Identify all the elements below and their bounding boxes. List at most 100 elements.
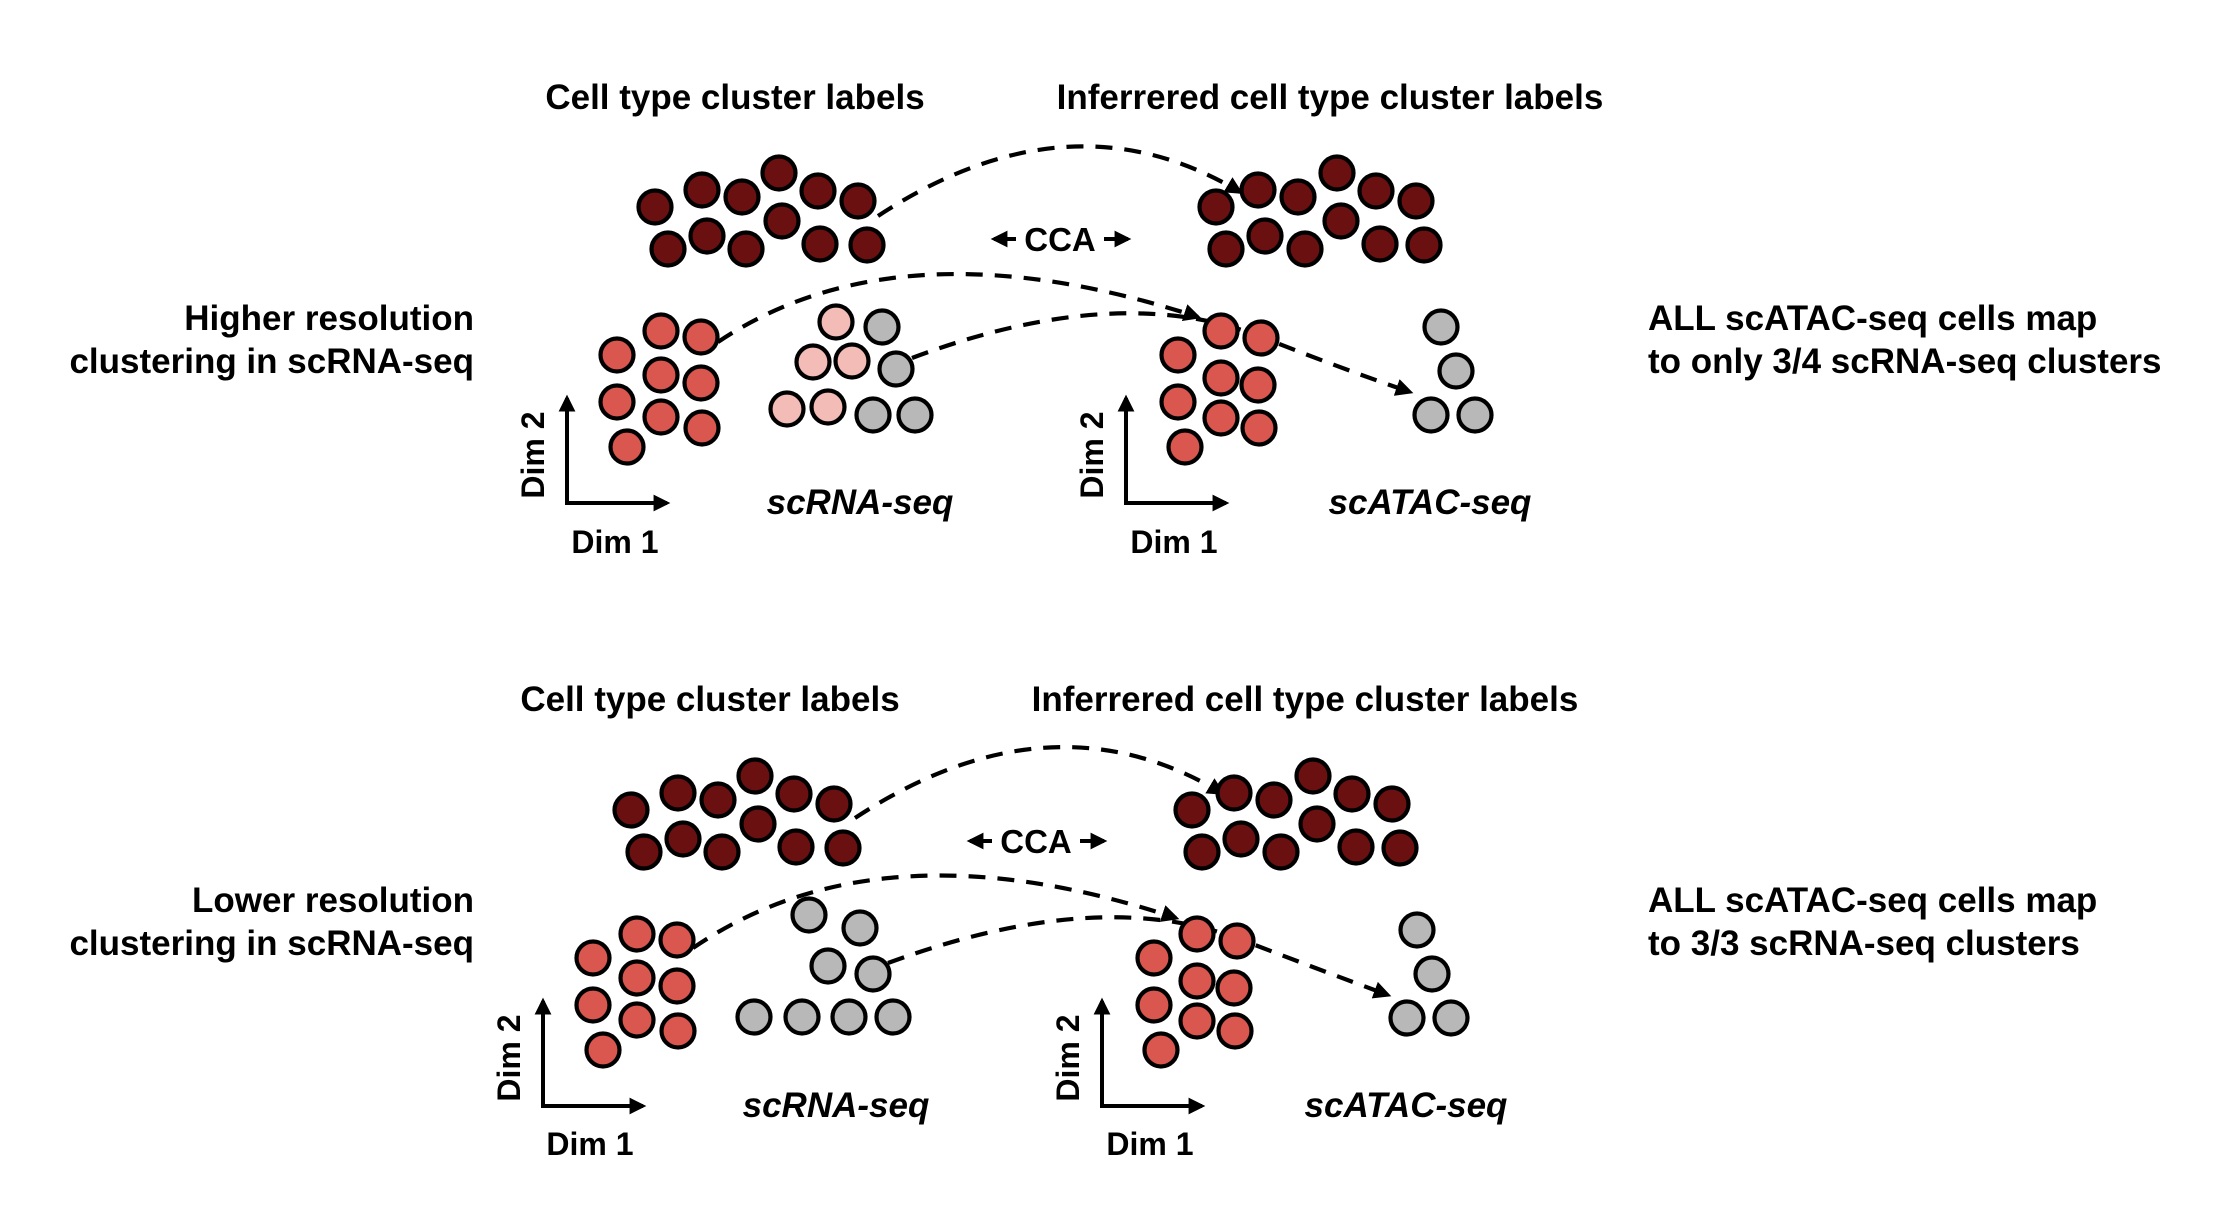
cell-dot [1166,428,1204,466]
cell-dot [636,188,674,226]
scatac-salmon-cluster [1159,312,1280,466]
cell-dot [703,833,741,871]
source-title: Cell type cluster labels [520,680,899,719]
cell-dot [790,896,828,934]
cell-dot [664,820,702,858]
cca-arrow-salmon [716,271,1202,344]
cell-dot [1202,399,1240,437]
cell-dot [1142,1031,1180,1069]
cell-dot [625,833,663,871]
cell-dot [642,356,680,394]
side-left-line1: Higher resolution [184,299,474,338]
cell-dot [1222,820,1260,858]
side-right-line1: ALL scATAC-seq cells map [1648,881,2097,920]
label-transfer-arrow [876,144,1244,218]
cell-dot [688,217,726,255]
cell-dot [699,781,737,819]
cell-dot [598,336,636,374]
cell-dot [841,909,879,947]
cell-dot [817,303,855,341]
scatac-yaxis-label: Dim 2 [1074,411,1110,498]
cell-dot [854,396,892,434]
cell-dot [618,1001,656,1039]
cell-dot [1178,1002,1216,1040]
cell-dot [1183,833,1221,871]
cca-arrow-salmon [691,873,1180,950]
side-left-line2: clustering in scRNA-seq [69,342,474,381]
cell-dot [830,998,868,1036]
cell-dot [1242,319,1280,357]
panel-higher-resolution: Cell type cluster labels Inferrered cell… [69,78,2161,560]
cell-dot [824,829,862,867]
scatac-xaxis-label: Dim 1 [1106,1126,1193,1162]
scrna-name: scRNA-seq [767,483,954,522]
cell-dot [1398,911,1436,949]
cell-dot [809,388,847,426]
cell-dot [1135,986,1173,1024]
cell-dot [775,775,813,813]
cell-dot [658,921,696,959]
cell-dot [1173,791,1211,829]
cell-dot [1178,962,1216,1000]
side-left-line2: clustering in scRNA-seq [69,924,474,963]
cell-dot [1202,312,1240,350]
cell-dot [659,1012,697,1050]
scatac-gray-cluster [1412,308,1494,434]
cell-dot [1197,188,1235,226]
scrna-salmon-cluster [574,915,697,1069]
cell-dot [1159,383,1197,421]
cell-dot [1437,352,1475,390]
cell-dot [848,226,886,264]
cell-dot [735,998,773,1036]
cell-dot [1373,785,1411,823]
side-right-line1: ALL scATAC-seq cells map [1648,299,2097,338]
scatac-label-cluster [1197,154,1443,268]
cell-dot [1333,775,1371,813]
cell-dot [1318,154,1356,192]
cell-dot [642,398,680,436]
cell-dot [608,428,646,466]
side-left-line1: Lower resolution [192,881,474,920]
cell-dot [736,757,774,795]
cell-dot [854,955,892,993]
cell-dot [1255,781,1293,819]
cell-dot [612,791,650,829]
cell-dot [1388,999,1426,1037]
cell-dot [1357,172,1395,210]
cell-dot [1413,955,1451,993]
scatac-yaxis-label: Dim 2 [1050,1014,1086,1101]
cell-dot [1412,396,1450,434]
scrna-name: scRNA-seq [743,1086,930,1125]
cell-dot [574,986,612,1024]
scrna-gray-cluster [735,896,912,1036]
scatac-label-cluster [1173,757,1419,871]
cell-dot [794,343,832,381]
cell-dot [877,350,915,388]
target-title: Inferrered cell type cluster labels [1032,680,1579,719]
cell-dot [783,998,821,1036]
cell-dot [1286,230,1324,268]
cell-dot [649,230,687,268]
cell-dot [1239,366,1277,404]
cell-dot [682,364,720,402]
cell-dot [1422,308,1460,346]
cell-dot [618,915,656,953]
cell-dot [1262,833,1300,871]
cell-dot [809,947,847,985]
label-transfer-arrow [853,745,1226,820]
cell-dot [1218,922,1256,960]
cell-dot [598,383,636,421]
cell-dot [1432,999,1470,1037]
cell-dot [1215,774,1253,812]
scrna-yaxis-label: Dim 2 [491,1014,527,1101]
cell-dot [683,171,721,209]
scrna-xaxis-label: Dim 1 [546,1126,633,1162]
cell-dot [658,967,696,1005]
cell-dot [683,409,721,447]
cell-dot [1298,805,1336,843]
cell-dot [801,225,839,263]
scrna-xaxis-label: Dim 1 [571,524,658,560]
cell-dot [1381,829,1419,867]
cell-dot [659,774,697,812]
